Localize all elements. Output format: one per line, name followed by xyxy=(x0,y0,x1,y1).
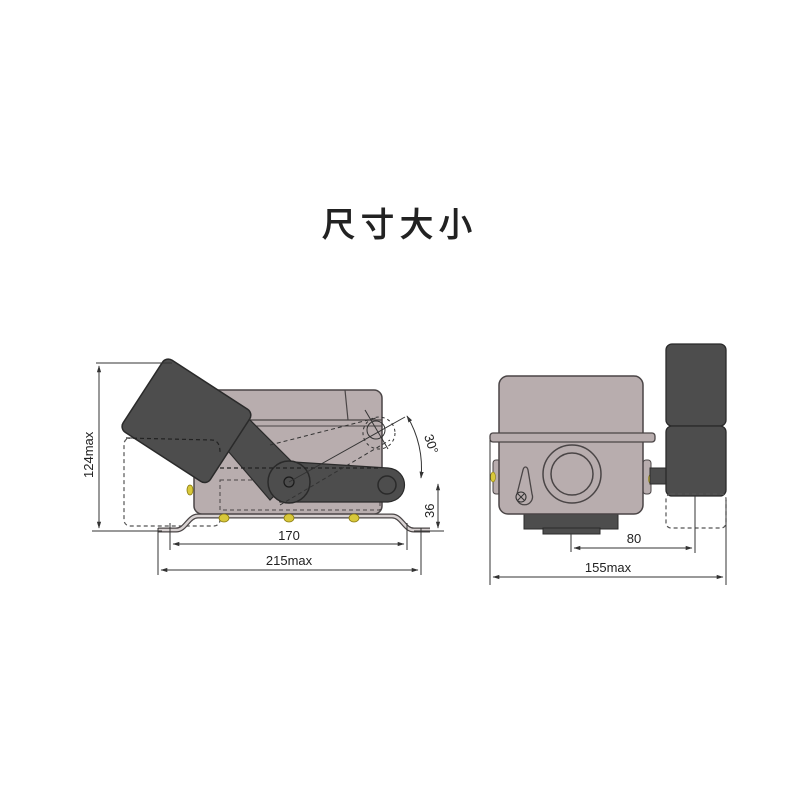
hole-spacing-dimension xyxy=(169,523,408,550)
bolt-icons xyxy=(186,484,360,523)
swing-construction-lines xyxy=(269,409,424,506)
lever-shaft xyxy=(649,467,669,485)
page-title: 尺寸大小 xyxy=(322,205,478,244)
cable-gland xyxy=(542,444,602,504)
overall-length-label: 215max xyxy=(266,553,313,568)
roller-block-front xyxy=(665,343,727,497)
lever-offset-dimension xyxy=(570,496,696,553)
overall-length-dimension xyxy=(157,528,422,575)
roller-block xyxy=(121,358,252,484)
height-dimension xyxy=(92,362,172,532)
roller-ghost-outline xyxy=(665,493,727,529)
swing-angle-label: 30° xyxy=(421,432,441,455)
height-label: 124max xyxy=(81,431,96,478)
hole-spacing-label: 170 xyxy=(278,528,300,543)
front-view: 80 155max xyxy=(489,343,727,585)
lever-offset-label: 80 xyxy=(627,531,641,546)
side-view: 30° 124max 36 170 215max xyxy=(81,358,444,575)
pivot-height-label: 36 xyxy=(422,504,437,518)
pivot-height-dimension xyxy=(414,483,444,532)
overall-width-label: 155max xyxy=(585,560,632,575)
adjusting-screw-icon xyxy=(515,466,534,506)
overall-width-dimension xyxy=(489,440,727,585)
